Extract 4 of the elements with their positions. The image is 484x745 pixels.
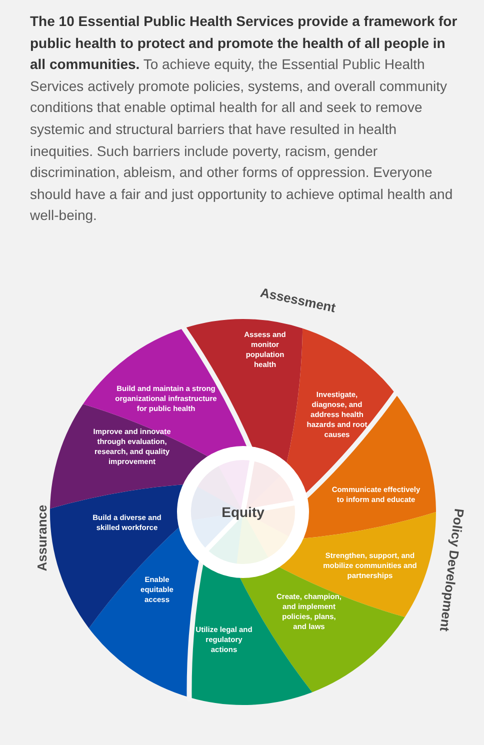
domain-label: Policy Development xyxy=(437,508,467,632)
domain-label: Assurance xyxy=(34,504,50,572)
center-label: Equity xyxy=(222,504,264,520)
intro-paragraph: The 10 Essential Public Health Services provide a framework for public health to protect and promote the health of all people in all communities. To achieve equity, the Essential Public Health Services actively promote policies, systems, and overall community conditions that enable optimal health for all and seek to remove systemic and structural barriers that have resulted in health inequities. Such barriers include poverty, racism, gender discrimination, ableism, and other forms of oppression. Everyone should have a fair and just opportunity to achieve optimal health and well-being. xyxy=(30,12,458,226)
